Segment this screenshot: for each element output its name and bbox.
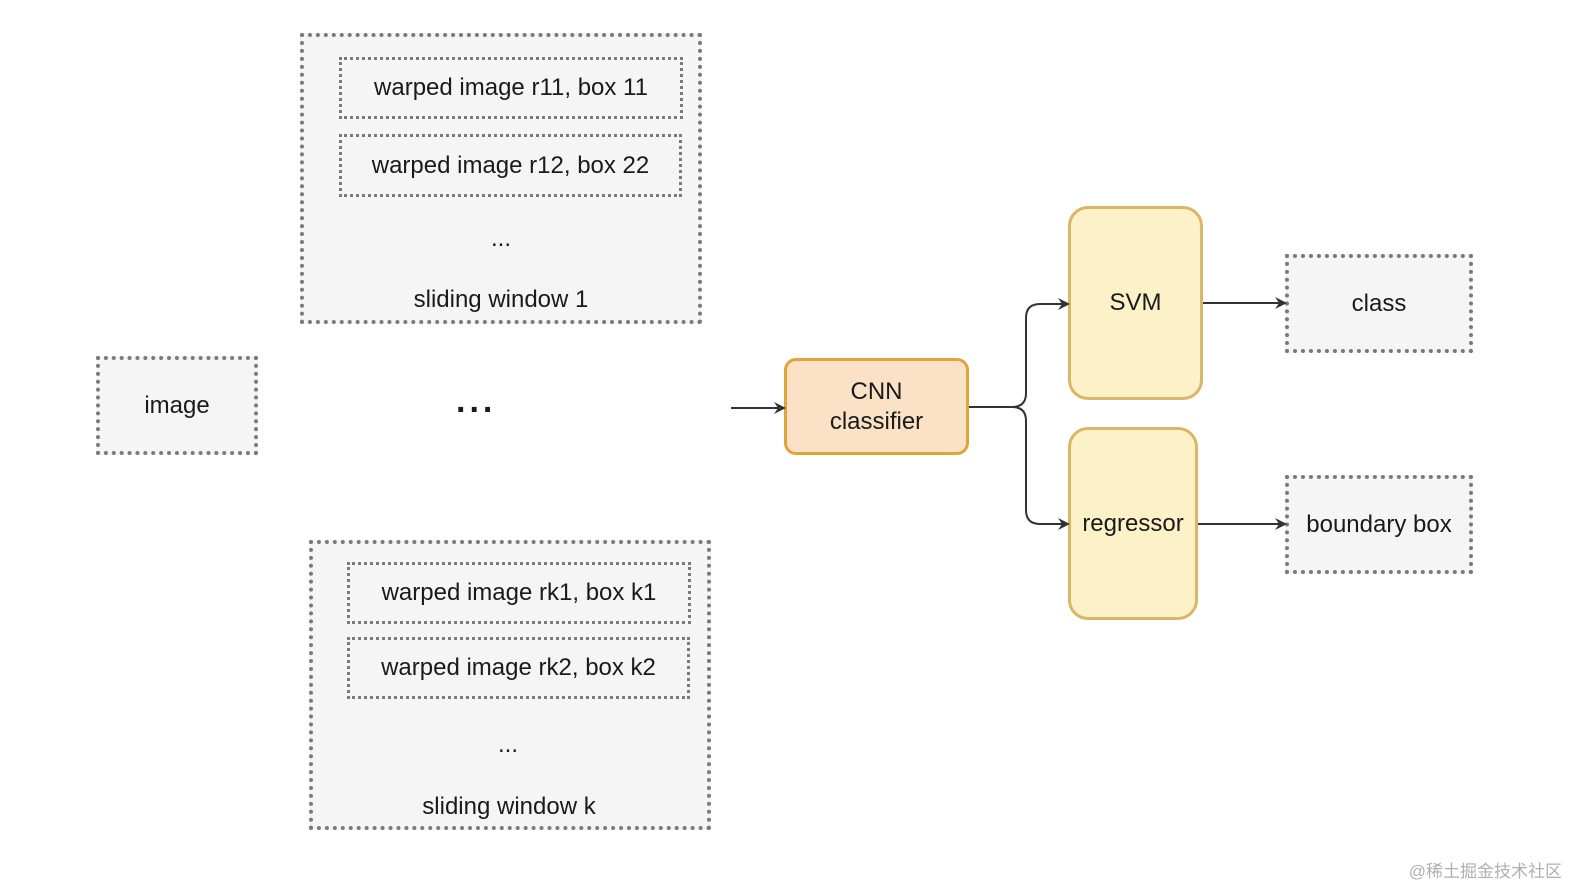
cnn-label-line1: CNN	[850, 377, 903, 405]
class-label: class	[1351, 289, 1407, 317]
arrow-cnn-to-svm	[969, 298, 1070, 408]
cnn-classifier-box: CNN classifier	[784, 358, 969, 455]
regressor-box: regressor	[1068, 427, 1198, 620]
svm-label: SVM	[1109, 289, 1162, 316]
windowk-ellipsis: ...	[497, 731, 518, 758]
middle-ellipsis: ...	[456, 382, 497, 420]
window1-item-2: warped image r12, box 22	[339, 134, 682, 197]
boundary-box-label: boundary box	[1306, 510, 1452, 538]
regressor-label: regressor	[1082, 509, 1184, 537]
windowk-item-1: warped image rk1, box k1	[347, 562, 691, 624]
image-label: image	[144, 391, 210, 419]
windowk-label: sliding window k	[422, 793, 596, 820]
cnn-label-line2: classifier	[829, 407, 924, 435]
window1-label: sliding window 1	[413, 286, 589, 313]
class-box: class	[1285, 254, 1473, 353]
watermark: @稀土掘金技术社区	[1408, 862, 1562, 881]
windowk-item-2: warped image rk2, box k2	[347, 637, 690, 699]
window1-ellipsis: ...	[490, 225, 511, 252]
image-box: image	[96, 356, 258, 455]
window1-item-1: warped image r11, box 11	[339, 57, 683, 119]
arrow-cnn-to-regressor	[1011, 406, 1070, 530]
boundary-box-box: boundary box	[1285, 475, 1473, 574]
svm-box: SVM	[1068, 206, 1203, 400]
